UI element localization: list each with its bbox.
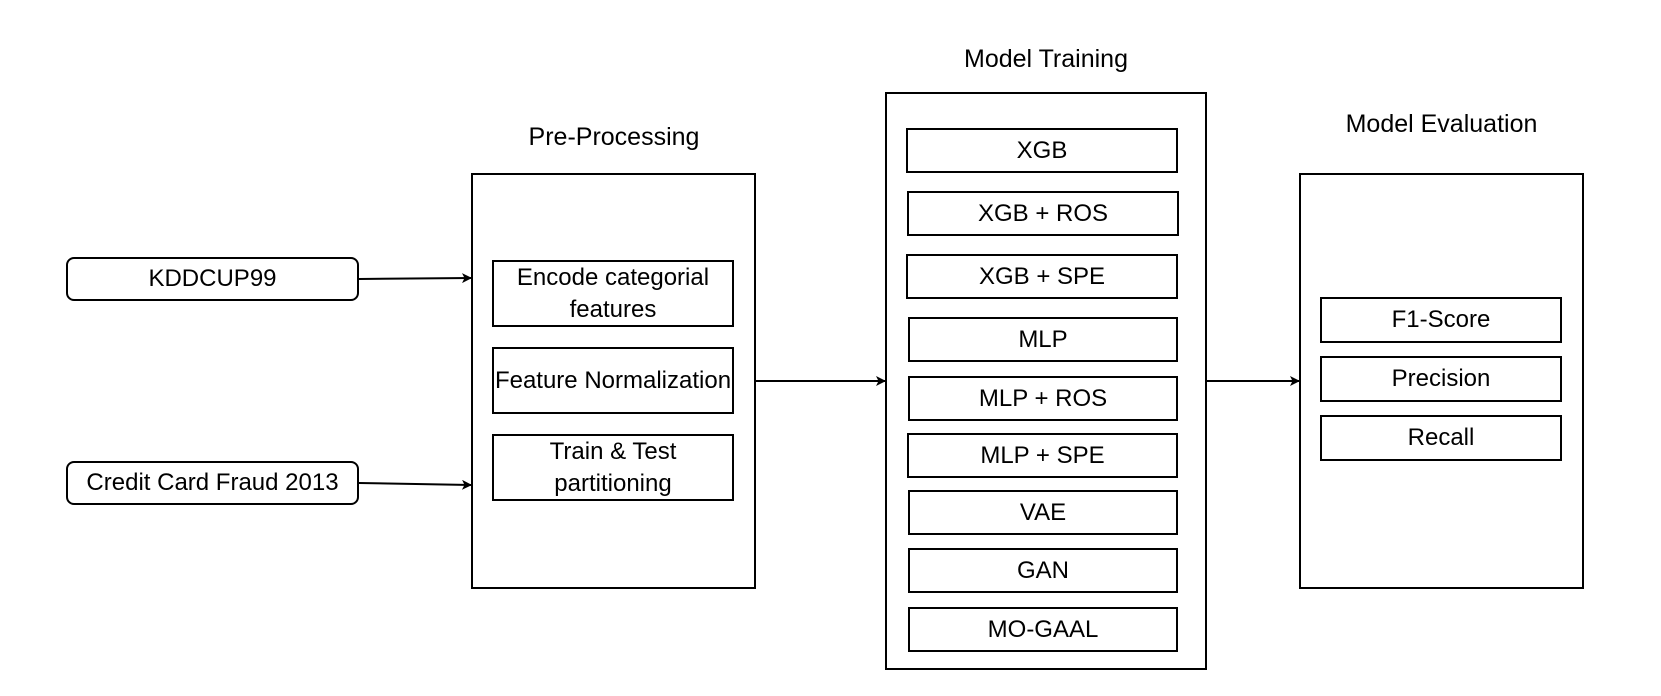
model-vae: VAE: [908, 490, 1178, 535]
evaluation-container: [1299, 173, 1584, 589]
model-xgb-ros: XGB + ROS: [907, 191, 1179, 236]
model-mlp-spe: MLP + SPE: [907, 433, 1178, 478]
model-xgb-spe: XGB + SPE: [906, 254, 1178, 299]
preprocessing-title: Pre-Processing: [528, 123, 700, 151]
metric-f1: F1-Score: [1320, 297, 1562, 343]
model-mlp: MLP: [908, 317, 1178, 362]
metric-precision: Precision: [1320, 356, 1562, 402]
arrow-credit-to-preprocessing: [358, 479, 472, 490]
training-title: Model Training: [964, 45, 1128, 73]
step-encode: Encode categorial features: [492, 260, 734, 327]
training-container: [885, 92, 1207, 670]
model-gan: GAN: [908, 548, 1178, 593]
model-mlp-ros: MLP + ROS: [908, 376, 1178, 421]
preprocessing-container: [471, 173, 756, 589]
dataset-kdd: KDDCUP99: [66, 257, 359, 301]
evaluation-title: Model Evaluation: [1345, 110, 1538, 138]
step-normalization: Feature Normalization: [492, 347, 734, 414]
step-partitioning: Train & Test partitioning: [492, 434, 734, 501]
model-mo-gaal: MO-GAAL: [908, 607, 1178, 652]
model-xgb: XGB: [906, 128, 1178, 173]
arrow-kdd-to-preprocessing: [358, 273, 472, 284]
dataset-credit-card: Credit Card Fraud 2013: [66, 461, 359, 505]
metric-recall: Recall: [1320, 415, 1562, 461]
